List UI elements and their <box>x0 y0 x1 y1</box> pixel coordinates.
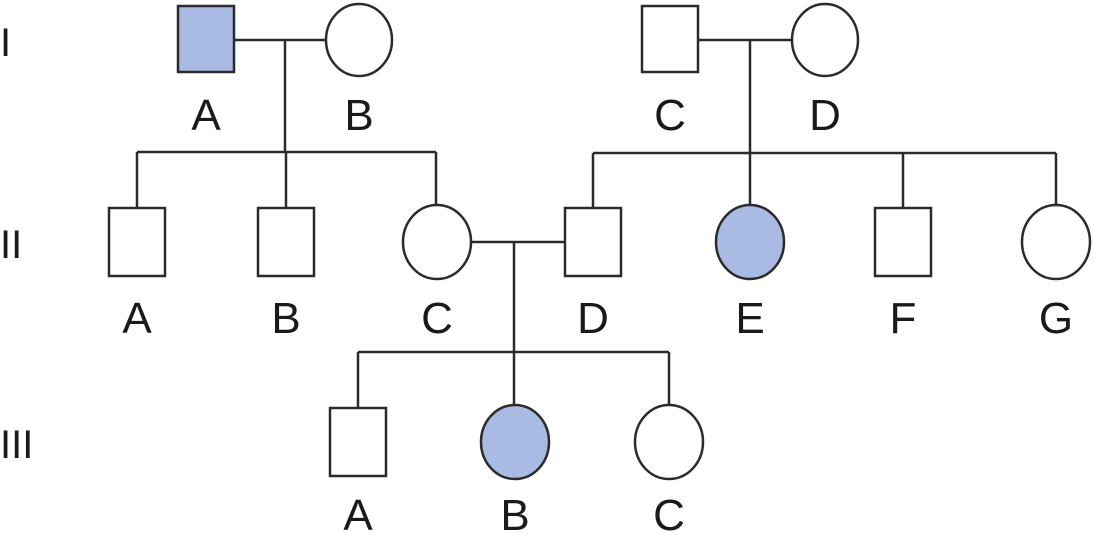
individual-II-C <box>401 203 473 281</box>
label-II-B: B <box>271 294 300 343</box>
label-III-A: A <box>343 491 373 534</box>
individual-II-A <box>107 206 167 278</box>
label-II-F: F <box>890 294 917 343</box>
individual-III-A <box>328 406 388 478</box>
individual-I-A <box>176 4 236 74</box>
label-III-B: B <box>500 491 529 534</box>
label-III-C: C <box>653 491 685 534</box>
label-II-C: C <box>421 294 453 343</box>
generation-label-1: I <box>0 21 11 65</box>
individual-I-D <box>790 2 860 78</box>
generation-label-2: II <box>0 223 22 267</box>
label-II-D: D <box>577 294 609 343</box>
individual-I-B <box>324 2 394 78</box>
label-II-E: E <box>735 294 764 343</box>
label-I-B: B <box>344 91 373 140</box>
generation-label-3: III <box>0 423 33 467</box>
label-I-D: D <box>809 91 841 140</box>
individual-II-D <box>563 206 623 278</box>
individual-II-E <box>714 203 786 281</box>
pedigree-lines <box>135 38 1058 408</box>
individual-I-C <box>640 4 700 74</box>
individual-II-F <box>873 206 933 278</box>
label-II-A: A <box>122 294 152 343</box>
label-I-A: A <box>191 91 221 140</box>
individual-II-B <box>256 206 316 278</box>
individual-II-G <box>1020 203 1092 281</box>
individual-III-C <box>633 403 705 481</box>
label-II-G: G <box>1039 294 1073 343</box>
individual-III-B <box>479 403 551 481</box>
label-I-C: C <box>654 91 686 140</box>
